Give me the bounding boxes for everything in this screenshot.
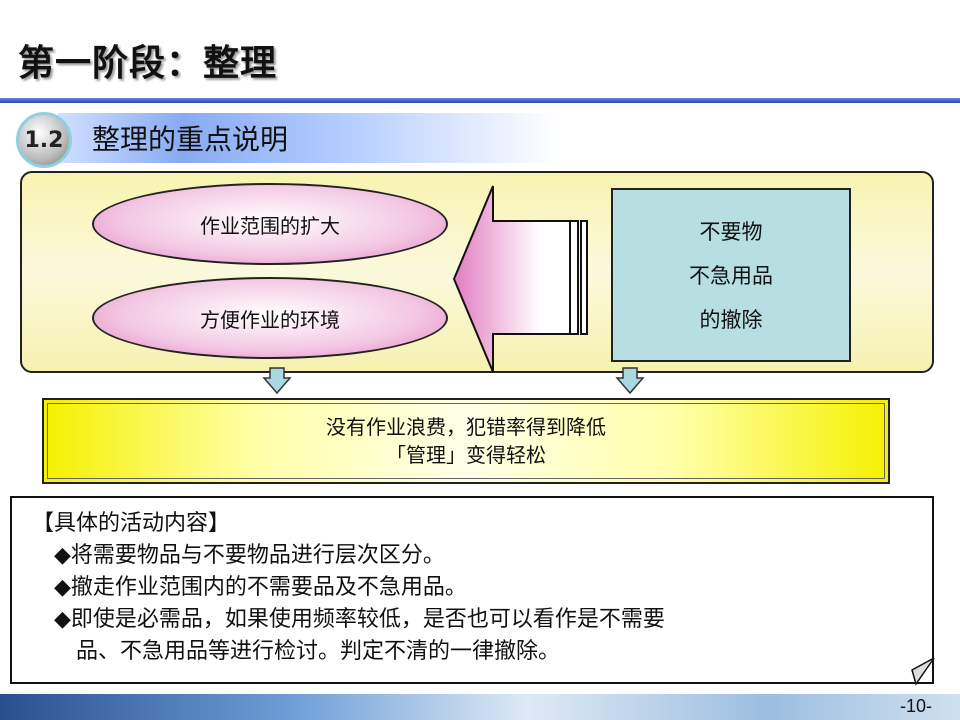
activity-item: ◆即使是必需品，如果使用频率较低，是否也可以看作是不需要 bbox=[54, 607, 665, 632]
ellipse-label: 方便作业的环境 bbox=[200, 307, 340, 332]
box-line: 不急用品 bbox=[689, 264, 773, 288]
unneeded-items-box: 不要物 不急用品 的撤除 bbox=[611, 188, 851, 362]
activities-note: 【具体的活动内容】 ◆将需要物品与不要物品进行层次区分。 ◆撤走作业范围内的不需… bbox=[10, 496, 934, 684]
left-arrow-icon bbox=[452, 185, 588, 372]
activity-item-continuation: 品、不急用品等进行检讨。判定不清的一律撤除。 bbox=[76, 639, 561, 664]
down-arrow-icon bbox=[615, 367, 645, 395]
activities-heading: 【具体的活动内容】 bbox=[32, 511, 231, 536]
result-line: 没有作业浪费，犯错率得到降低 bbox=[326, 415, 606, 439]
section-number-badge: 1.2 bbox=[16, 112, 72, 168]
ellipse-convenient-env: 方便作业的环境 bbox=[92, 277, 448, 359]
result-line: 「管理」变得轻松 bbox=[386, 443, 546, 467]
slide-title: 第一阶段：整理 bbox=[18, 43, 278, 84]
page-number: -10- bbox=[899, 696, 932, 716]
activity-item: ◆将需要物品与不要物品进行层次区分。 bbox=[54, 543, 445, 568]
page-curl-icon bbox=[911, 657, 935, 686]
down-arrow-icon bbox=[262, 367, 292, 395]
ellipse-work-scope: 作业范围的扩大 bbox=[92, 183, 448, 265]
box-line: 不要物 bbox=[699, 220, 763, 244]
box-line: 的撤除 bbox=[699, 308, 763, 332]
title-divider bbox=[0, 98, 960, 103]
footer-sky-banner bbox=[0, 694, 960, 720]
ellipse-label: 作业范围的扩大 bbox=[200, 213, 340, 238]
result-box: 没有作业浪费，犯错率得到降低 「管理」变得轻松 bbox=[42, 398, 890, 484]
section-banner bbox=[58, 113, 558, 163]
activity-item: ◆撤走作业范围内的不需要品及不急用品。 bbox=[54, 575, 467, 600]
section-title: 整理的重点说明 bbox=[92, 123, 289, 156]
